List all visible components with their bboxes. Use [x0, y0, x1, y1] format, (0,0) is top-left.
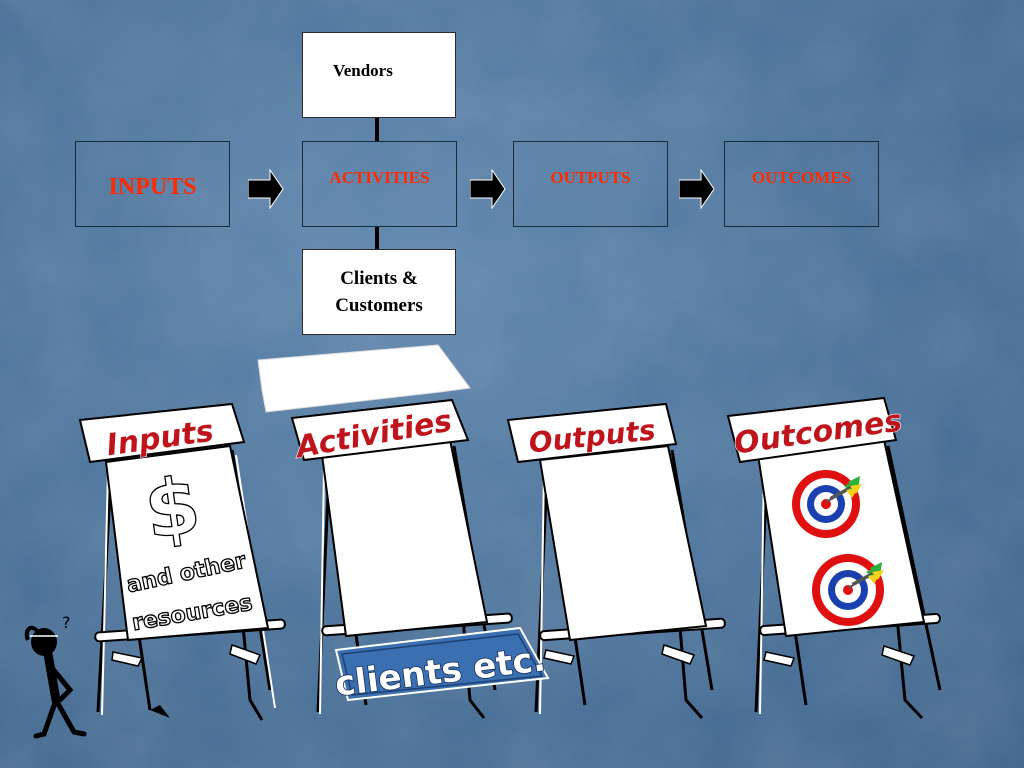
flow-box-outcomes: OUTCOMES: [724, 141, 879, 227]
easel-activities: Activities: [290, 398, 513, 719]
flow-box-inputs: INPUTS: [75, 141, 230, 227]
flow-box-activities: ACTIVITIES: [302, 141, 457, 227]
vendors-connector: [375, 118, 379, 141]
arrow-right-icon: [470, 169, 506, 209]
clients-label: Clients & Customers: [335, 268, 423, 316]
flow-label-inputs: INPUTS: [108, 173, 197, 200]
target-icon: [792, 470, 863, 538]
clients-etc-sign: clients etc.: [332, 626, 550, 705]
flow-box-outputs: OUTPUTS: [513, 141, 668, 227]
arrow-right-icon: [248, 169, 284, 209]
flow-label-outcomes: OUTCOMES: [751, 168, 852, 187]
dollar-sign: $: [139, 461, 205, 558]
vendors-label: Vendors: [333, 61, 393, 80]
easel-outcomes: Outcomes: [726, 396, 942, 720]
thinking-stick-figure: ?: [24, 613, 87, 739]
easel-outputs: Outputs: [506, 402, 726, 719]
blank-paper-strip: [257, 344, 471, 413]
easel-inputs: Inputs $ and other resources: [78, 402, 286, 721]
arrow-right-icon: [679, 169, 715, 209]
clients-connector: [375, 227, 379, 249]
flow-label-activities: ACTIVITIES: [329, 168, 430, 187]
flow-label-outputs: OUTPUTS: [550, 168, 631, 187]
question-mark-icon: ?: [62, 613, 71, 632]
vendors-box: Vendors: [302, 32, 456, 118]
target-icon: [812, 554, 885, 626]
clients-box: Clients & Customers: [302, 249, 456, 335]
